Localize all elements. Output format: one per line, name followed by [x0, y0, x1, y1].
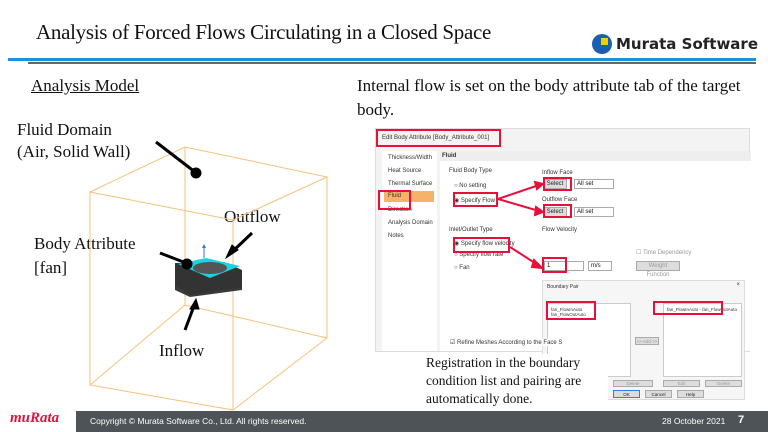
delete-pair-button[interactable]: Delete — [705, 380, 742, 387]
page-number: 7 — [738, 414, 745, 426]
fluid-body-type-label: Fluid Body Type — [449, 168, 492, 174]
radio-label: No setting — [459, 183, 487, 189]
radio-label: Fan — [459, 265, 470, 271]
footer-bar: Copyright © Murata Software Co., Ltd. Al… — [76, 411, 768, 432]
brand-name: Murata Software — [616, 35, 758, 53]
annotation-arrows — [497, 180, 546, 270]
radio-label: Specify Flow — [460, 198, 495, 204]
delete-button[interactable]: Delete — [613, 380, 653, 387]
header-divider — [8, 58, 756, 61]
outflow-face-label: Outflow Face — [542, 197, 578, 203]
checkbox-label: Time Dependency — [642, 250, 692, 256]
description-text: Internal flow is set on the body attribu… — [357, 76, 741, 119]
radio-specify-flow[interactable]: ◉ Specify Flow — [454, 198, 495, 204]
label-body-attribute: Body Attribute — [34, 234, 136, 253]
tab-heat-source[interactable]: Heat Source — [388, 168, 422, 174]
weight-function-button[interactable]: Weight Function — [636, 261, 680, 278]
list-item[interactable]: fan_FlowOutAuto — [551, 312, 586, 317]
time-dependency-checkbox[interactable]: ☐ Time Dependency — [636, 250, 692, 256]
radio-specify-rate[interactable]: ○ Specify flow rate — [454, 252, 504, 258]
label-fluid-domain-sub: (Air, Solid Wall) — [17, 142, 131, 161]
add-button[interactable]: >> Add >> — [635, 337, 659, 345]
unit-select[interactable]: m/s — [588, 261, 612, 271]
label-fluid-domain: Fluid Domain — [17, 120, 112, 139]
inflow-face-field[interactable]: All set — [574, 179, 614, 189]
section-title: Analysis Model — [31, 76, 140, 95]
registration-note: Registration in the boundary condition l… — [426, 354, 608, 408]
list-item[interactable]: fan_FlowInAuto — [551, 307, 583, 312]
tab-analysis-domain[interactable]: Analysis Domain — [388, 220, 433, 226]
dialog-title: Edit Body Attribute [Body_Attribute_001] — [382, 135, 490, 141]
label-body-attribute-sub: [fan] — [34, 258, 68, 277]
close-icon[interactable]: × — [736, 282, 740, 288]
slide-title: Analysis of Forced Flows Circulating in … — [36, 20, 492, 44]
radio-fan[interactable]: ○ Fan — [454, 265, 470, 271]
radio-specify-velocity[interactable]: ◉ Specify flow velocity — [454, 241, 515, 247]
pair-list[interactable]: fan_FlowInAuto - fan_FlowOutAuto — [663, 303, 742, 377]
panel-header: Fluid — [440, 151, 751, 161]
boundary-pair-title: Boundary Pair — [547, 284, 579, 290]
tab-thickness-width[interactable]: Thickness/Width — [388, 155, 433, 161]
refine-meshes-checkbox[interactable]: ☑ Refine Meshes According to the Face S — [450, 339, 565, 346]
copyright: Copyright © Murata Software Co., Ltd. Al… — [90, 416, 307, 426]
radio-label: Specify flow velocity — [460, 241, 515, 247]
ok-button[interactable]: OK — [613, 390, 640, 398]
list-item[interactable]: fan_FlowInAuto - fan_FlowOutAuto — [667, 307, 738, 312]
fluid-domain-box — [89, 146, 329, 411]
tab-thermal-surface[interactable]: Thermal Surface — [388, 181, 433, 187]
murata-logo: muRata — [10, 410, 60, 426]
inlet-outlet-type-label: Inlet/Outlet Type — [449, 227, 493, 233]
help-button[interactable]: Help — [677, 390, 704, 398]
date: 28 October 2021 — [662, 416, 726, 426]
globe-icon — [592, 34, 612, 54]
label-inflow: Inflow — [159, 341, 205, 360]
header-divider-shadow — [28, 62, 756, 64]
checkbox-label: Refine Meshes According to the Face S — [457, 340, 563, 346]
label-outflow: Outflow — [224, 207, 281, 226]
outflow-face-field[interactable]: All set — [574, 207, 614, 217]
brand-logo: Murata Software — [592, 34, 758, 54]
tab-list: Thickness/Width Heat Source Thermal Surf… — [382, 151, 437, 351]
flow-velocity-field[interactable]: 1 — [544, 261, 584, 271]
tab-notes[interactable]: Notes — [388, 233, 404, 239]
cancel-button[interactable]: Cancel — [645, 390, 672, 398]
fan-body — [175, 244, 242, 297]
flow-velocity-label: Flow Velocity — [542, 227, 578, 233]
tab-direction[interactable]: Direction — [388, 207, 412, 213]
inflow-face-label: Inflow Face — [542, 170, 573, 176]
radio-no-setting[interactable]: ○ No setting — [454, 183, 487, 189]
radio-label: Specify flow rate — [459, 252, 504, 258]
edit-button[interactable]: Edit — [663, 380, 700, 387]
